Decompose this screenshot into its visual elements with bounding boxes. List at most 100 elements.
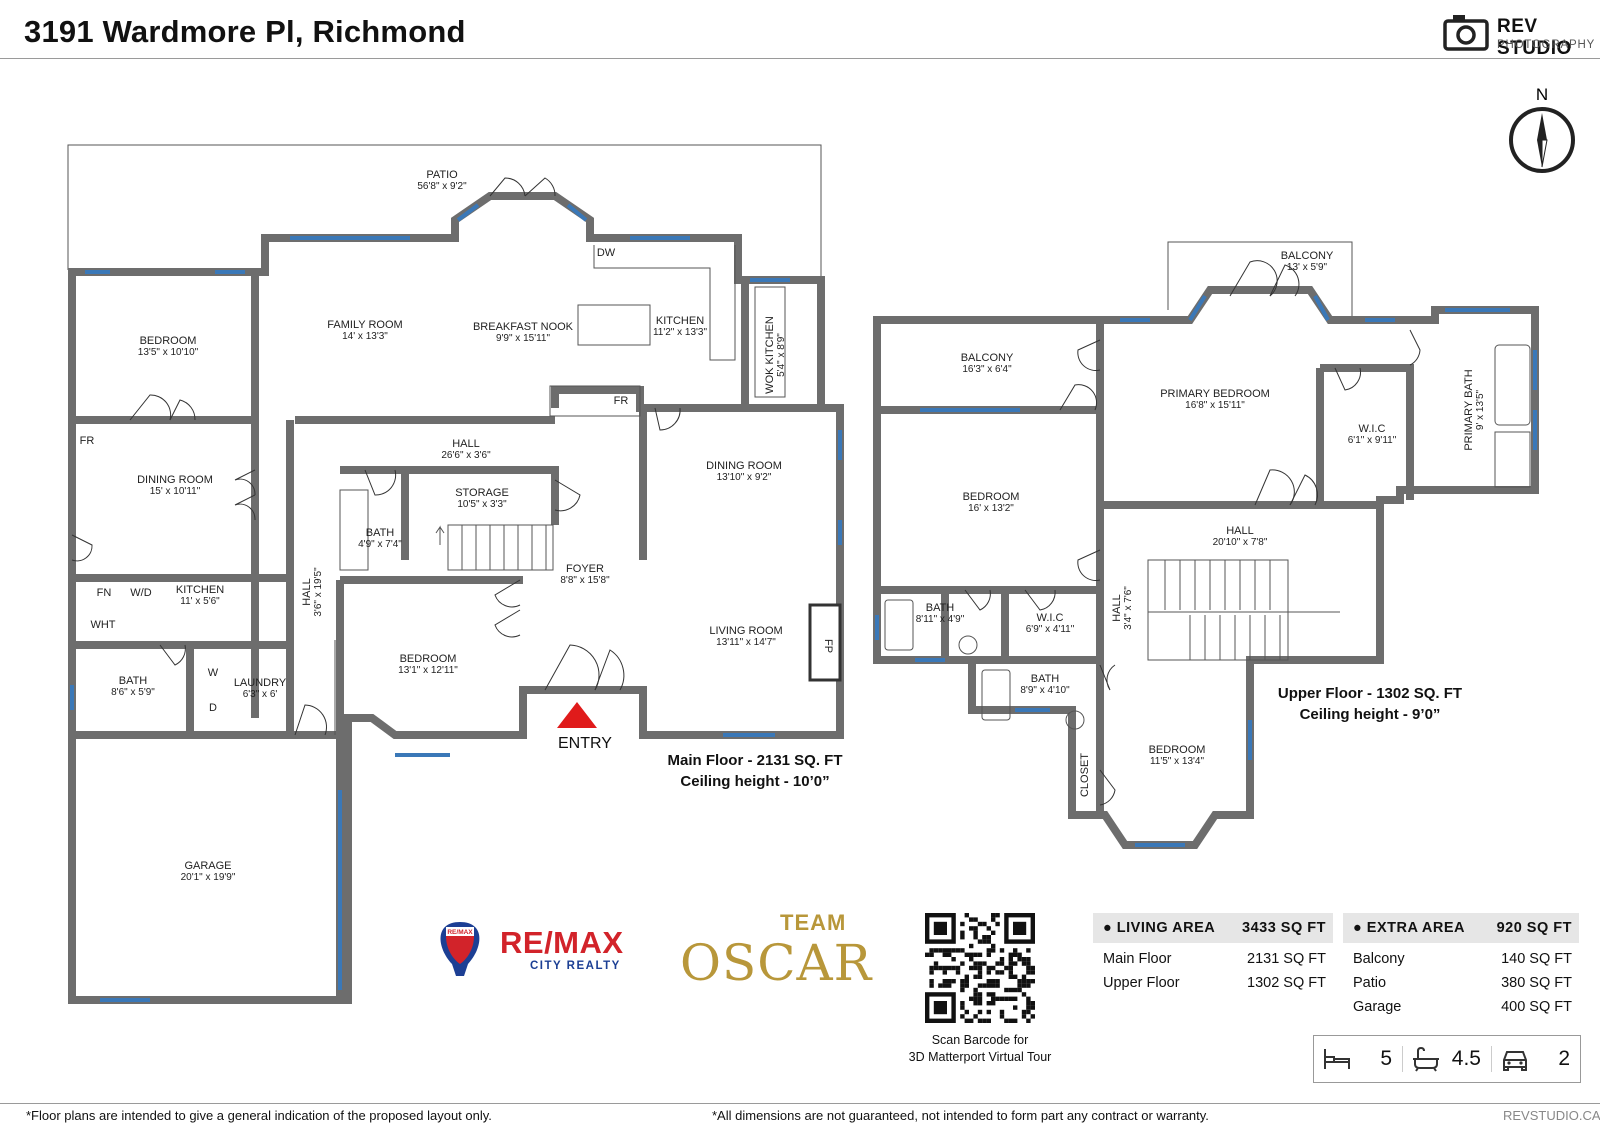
upper-floor-caption: Upper Floor - 1302 SQ. FT Ceiling height… bbox=[1265, 683, 1475, 725]
room-name: CLOSET bbox=[1079, 753, 1091, 797]
main-floor-area: Main Floor - 2131 SQ. FT bbox=[667, 752, 843, 769]
room-name: BALCONY bbox=[961, 352, 1014, 364]
room-dimensions: 20'10" x 7'8" bbox=[1213, 537, 1268, 548]
remax-balloon-text: RE/MAX bbox=[447, 929, 473, 936]
room-name: STORAGE bbox=[455, 487, 509, 499]
room-name: W.I.C bbox=[1359, 423, 1386, 435]
row-value: 1302 SQ FT bbox=[1247, 975, 1326, 991]
room-name: PATIO bbox=[426, 169, 458, 181]
room-name: WOK KITCHEN bbox=[764, 316, 776, 394]
fixture-label: D bbox=[209, 702, 217, 714]
garage-value: 2 bbox=[1558, 1047, 1570, 1070]
row-value: 400 SQ FT bbox=[1501, 999, 1572, 1015]
row-label: Garage bbox=[1353, 999, 1402, 1015]
room-dimensions: 13'11" x 14'7" bbox=[716, 637, 776, 648]
room-name: HALL bbox=[452, 438, 480, 450]
room-dimensions: 8'9" x 4'10" bbox=[1020, 685, 1070, 696]
qr-code[interactable] bbox=[925, 913, 1035, 1023]
oscar-logo-text: OSCAR bbox=[680, 934, 873, 992]
table-row: Balcony 140 SQ FT bbox=[1343, 947, 1579, 971]
room-name: GARAGE bbox=[184, 860, 231, 872]
room-name: BEDROOM bbox=[1149, 744, 1206, 756]
row-label: Patio bbox=[1353, 975, 1387, 991]
compass-icon: N bbox=[1509, 85, 1575, 173]
fixture-label: W/D bbox=[130, 587, 151, 599]
fixture-label: DW bbox=[597, 247, 616, 259]
bedroom-count: 5 bbox=[1314, 1046, 1402, 1072]
room-dimensions: 8'8" x 15'8" bbox=[560, 575, 610, 586]
room-dimensions: 14' x 13'3" bbox=[342, 331, 388, 342]
qr-caption: Scan Barcode for 3D Matterport Virtual T… bbox=[890, 1032, 1070, 1066]
table-row: Upper Floor 1302 SQ FT bbox=[1093, 971, 1333, 995]
row-value: 380 SQ FT bbox=[1501, 975, 1572, 991]
living-area-header: ● LIVING AREA 3433 SQ FT bbox=[1093, 913, 1333, 943]
room-name: BALCONY bbox=[1281, 250, 1334, 262]
room-dimensions: 13'5" x 10'10" bbox=[138, 347, 199, 358]
row-label: Main Floor bbox=[1103, 951, 1172, 967]
room-dimensions: 5'4" x 8'9" bbox=[776, 333, 787, 377]
fixture-label: FR bbox=[614, 395, 629, 407]
footer-disclaimer-left: *Floor plans are intended to give a gene… bbox=[26, 1108, 492, 1123]
room-name: FOYER bbox=[566, 563, 604, 575]
remax-balloon-logo: RE/MAX bbox=[440, 922, 480, 976]
row-value: 140 SQ FT bbox=[1501, 951, 1572, 967]
team-logo-text: TEAM bbox=[780, 910, 847, 935]
room-dimensions: 3'4" x 7'6" bbox=[1123, 586, 1134, 630]
room-name: LAUNDRY bbox=[234, 677, 287, 689]
table-row: Patio 380 SQ FT bbox=[1343, 971, 1579, 995]
table-row: Main Floor 2131 SQ FT bbox=[1093, 947, 1333, 971]
room-name: FAMILY ROOM bbox=[327, 319, 402, 331]
living-area-title: LIVING AREA bbox=[1116, 920, 1216, 936]
remax-city-realty: CITY REALTY bbox=[530, 960, 621, 972]
footer-disclaimer-center: *All dimensions are not guaranteed, not … bbox=[712, 1108, 1209, 1123]
upper-floor-ceiling: Ceiling height - 9’0” bbox=[1299, 706, 1441, 723]
room-dimensions: 6'3" x 6' bbox=[243, 689, 278, 700]
room-name: W.I.C bbox=[1037, 612, 1064, 624]
room-dimensions: 13'10" x 9'2" bbox=[717, 472, 772, 483]
room-name: DINING ROOM bbox=[706, 460, 782, 472]
room-name: BATH bbox=[926, 602, 955, 614]
bed-icon bbox=[1324, 1049, 1350, 1069]
entry-label: ENTRY bbox=[558, 735, 612, 752]
room-name: KITCHEN bbox=[176, 584, 224, 596]
room-dimensions: 13'1" x 12'11" bbox=[398, 665, 458, 676]
footer-website: REVSTUDIO.CA bbox=[1503, 1108, 1600, 1123]
fixture-label: FR bbox=[80, 435, 95, 447]
brand-name: REV STUDIO bbox=[1497, 16, 1572, 59]
bedroom-value: 5 bbox=[1380, 1047, 1392, 1070]
room-name: BATH bbox=[1031, 673, 1060, 685]
main-floor-plan bbox=[67, 144, 844, 1004]
room-dimensions: 16' x 13'2" bbox=[968, 503, 1014, 514]
room-name: KITCHEN bbox=[656, 315, 704, 327]
upper-floor-area: Upper Floor - 1302 SQ. FT bbox=[1277, 685, 1463, 702]
room-name: HALL bbox=[301, 578, 313, 606]
room-dimensions: 16'8" x 15'11" bbox=[1185, 400, 1245, 411]
header-divider bbox=[0, 58, 1600, 59]
living-area-total: 3433 SQ FT bbox=[1242, 920, 1326, 936]
room-dimensions: 10'5" x 3'3" bbox=[457, 499, 507, 510]
qr-caption-line1: Scan Barcode for bbox=[931, 1033, 1029, 1047]
extra-area-table: ● EXTRA AREA 920 SQ FT Balcony 140 SQ FT… bbox=[1343, 913, 1579, 1019]
upper-floor-plan bbox=[873, 241, 1539, 849]
main-floor-ceiling: Ceiling height - 10’0” bbox=[680, 773, 830, 790]
room-name: HALL bbox=[1111, 594, 1123, 622]
entry-arrow-icon bbox=[557, 702, 597, 728]
room-dimensions: 13' x 5'9" bbox=[1287, 262, 1328, 273]
qr-caption-line2: 3D Matterport Virtual Tour bbox=[908, 1050, 1052, 1064]
